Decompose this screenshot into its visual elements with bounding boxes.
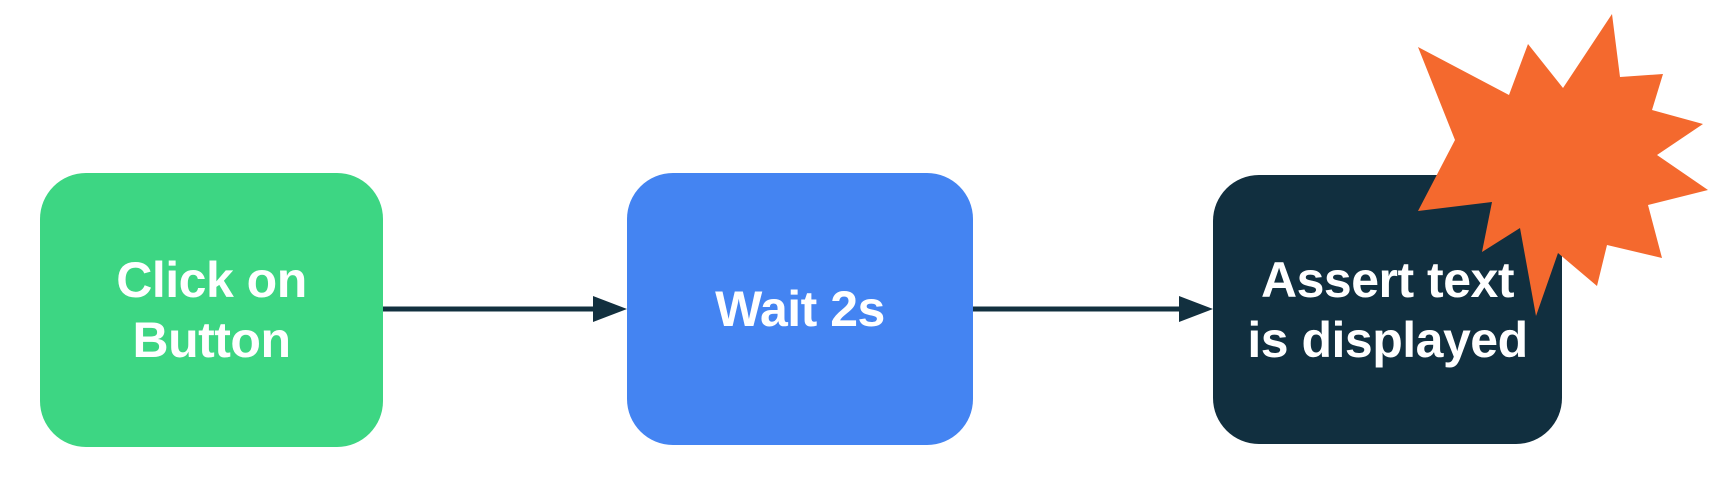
node-label-line: Wait 2s <box>715 281 885 337</box>
node-label-line: is displayed <box>1247 311 1528 368</box>
arrow-head-icon <box>593 296 627 322</box>
connector-arrow-1 <box>383 296 627 322</box>
node-label-line: Assert text <box>1261 251 1514 308</box>
node-label-line: Button <box>132 312 291 368</box>
flow-node-wait-2s[interactable]: Wait 2s <box>627 173 973 445</box>
connector-arrow-2 <box>973 296 1213 322</box>
flow-node-click-on-button[interactable]: Click on Button <box>40 173 383 447</box>
node-label-line: Click on <box>116 252 307 308</box>
flow-node-assert-text-displayed[interactable]: Assert text is displayed <box>1213 175 1562 444</box>
arrow-head-icon <box>1179 296 1213 322</box>
